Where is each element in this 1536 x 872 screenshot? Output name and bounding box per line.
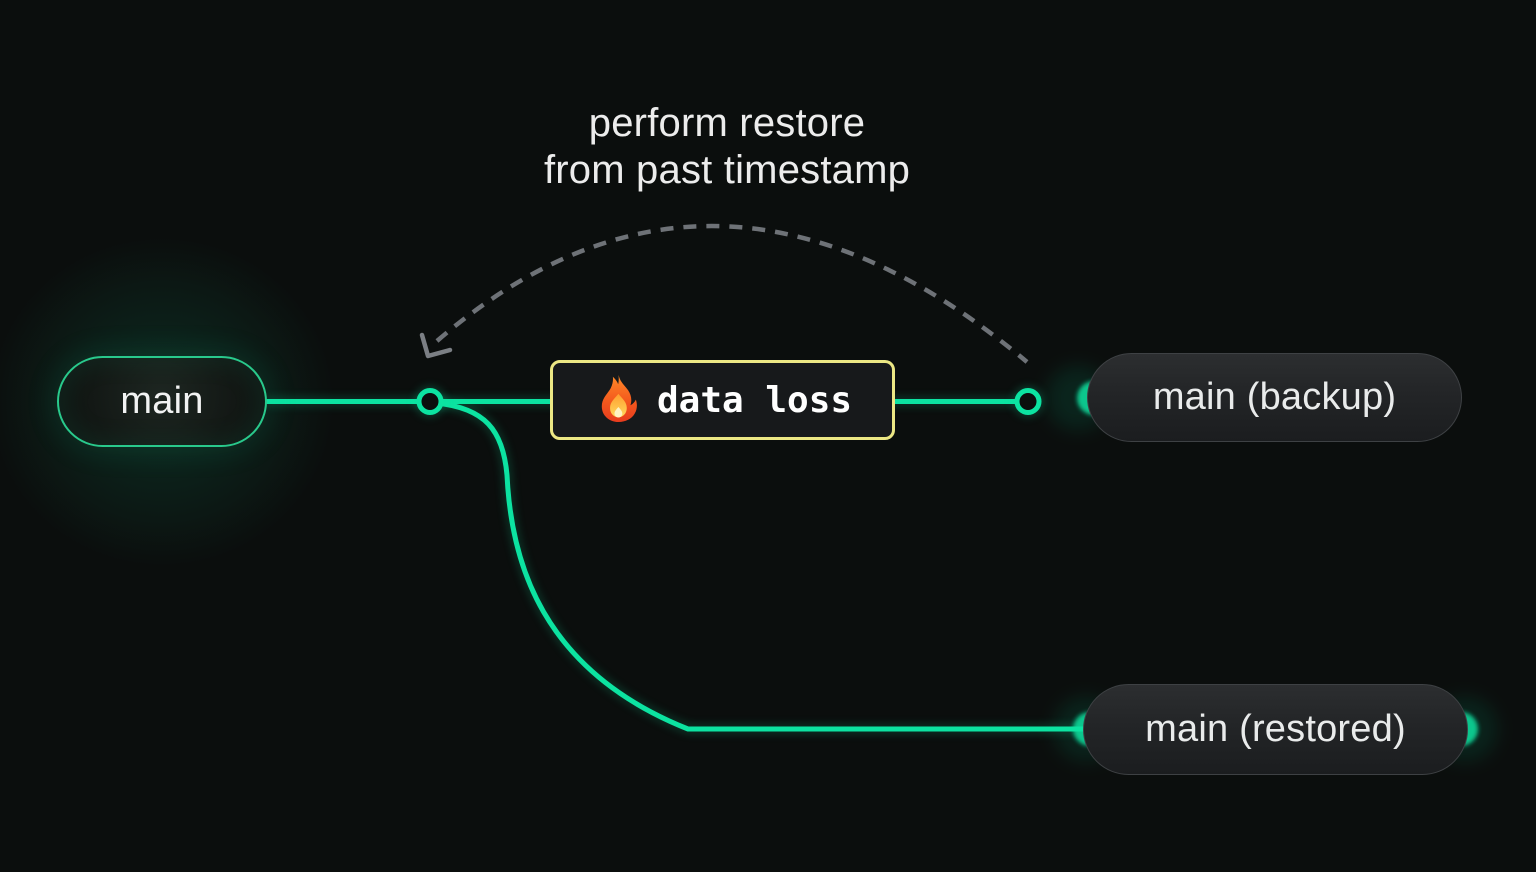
restore-arc <box>435 223 1029 364</box>
branch-pill-backup: main (backup) <box>1087 353 1462 442</box>
annotation-text: perform restore from past timestamp <box>544 100 910 194</box>
data-loss-label: data loss <box>657 379 853 421</box>
fire-icon <box>601 375 637 423</box>
annotation-line-1: perform restore <box>588 101 866 145</box>
branch-point-node <box>416 388 444 415</box>
restore-arrowhead-icon <box>419 332 453 359</box>
branch-pill-restored: main (restored) <box>1083 684 1468 775</box>
branch-pill-main: main <box>57 356 267 447</box>
annotation-line-2: from past timestamp <box>543 148 911 192</box>
branch-label-restored: main (restored) <box>1145 708 1406 750</box>
restored-branch-line <box>433 400 1090 732</box>
data-loss-badge: data loss <box>550 360 895 440</box>
branch-label-main: main <box>120 380 204 422</box>
backup-point-node <box>1014 388 1042 415</box>
branch-label-backup: main (backup) <box>1152 376 1397 418</box>
